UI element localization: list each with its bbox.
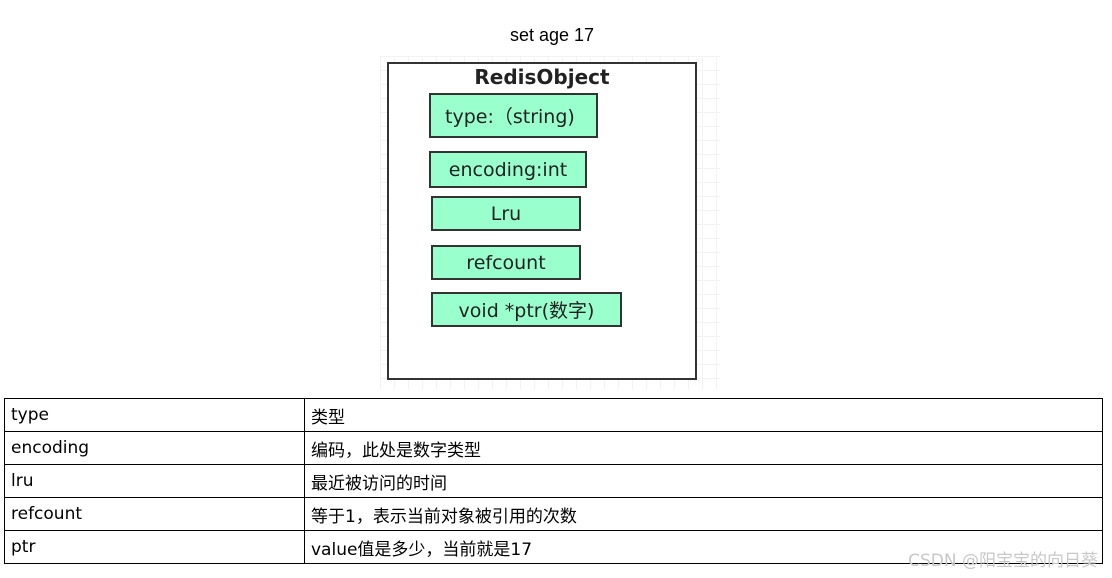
table-cell-key: lru bbox=[4, 464, 305, 498]
redis-object-title: RedisObject bbox=[474, 65, 610, 89]
description-table: type 类型 encoding 编码，此处是数字类型 lru 最近被访问的时间… bbox=[4, 398, 1103, 564]
field-type: type:（string) bbox=[429, 93, 598, 138]
field-refcount: refcount bbox=[431, 245, 581, 280]
table-row: type 类型 bbox=[4, 398, 1103, 432]
field-ptr: void *ptr(数字) bbox=[431, 292, 622, 327]
table-cell-key: encoding bbox=[4, 431, 305, 465]
table-cell-key: refcount bbox=[4, 497, 305, 531]
watermark: CSDN @阳宝宝的向日葵 bbox=[908, 551, 1098, 571]
table-row: refcount 等于1，表示当前对象被引用的次数 bbox=[4, 497, 1103, 531]
diagram-caption: set age 17 bbox=[509, 25, 595, 45]
table-cell-desc: 编码，此处是数字类型 bbox=[304, 431, 1103, 465]
table-cell-key: ptr bbox=[4, 530, 305, 564]
field-encoding: encoding:int bbox=[429, 151, 587, 188]
table-cell-desc: 等于1，表示当前对象被引用的次数 bbox=[304, 497, 1103, 531]
table-row: encoding 编码，此处是数字类型 bbox=[4, 431, 1103, 465]
table-cell-desc: 最近被访问的时间 bbox=[304, 464, 1103, 498]
table-row: ptr value值是多少，当前就是17 bbox=[4, 530, 1103, 564]
table-cell-key: type bbox=[4, 398, 305, 432]
field-lru: Lru bbox=[431, 196, 581, 231]
table-cell-desc: 类型 bbox=[304, 398, 1103, 432]
table-row: lru 最近被访问的时间 bbox=[4, 464, 1103, 498]
table-cell-desc: value值是多少，当前就是17 bbox=[304, 530, 1103, 564]
